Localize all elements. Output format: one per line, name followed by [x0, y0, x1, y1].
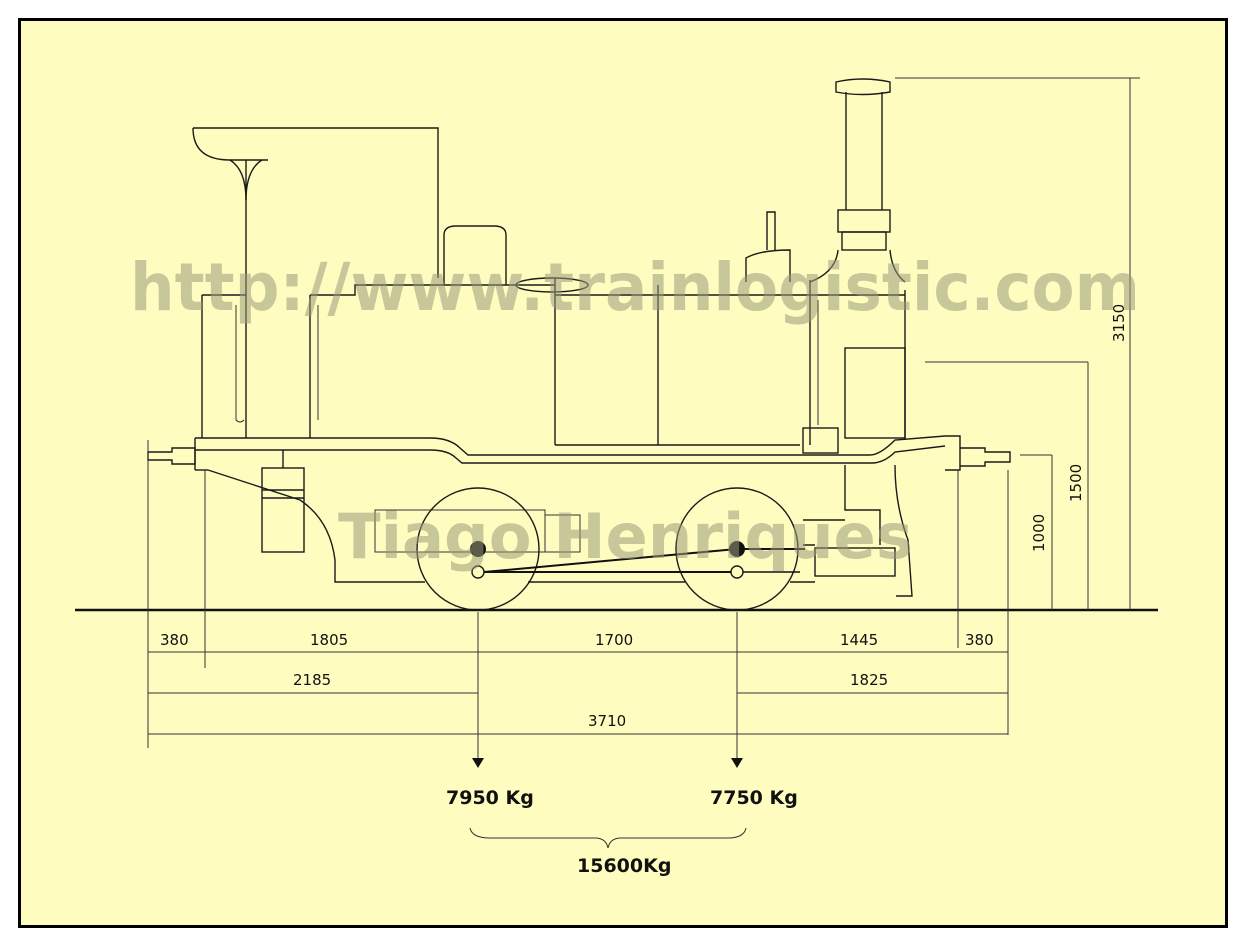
chimney — [809, 78, 906, 283]
boiler-and-tank — [309, 211, 906, 446]
watermark-author: Tiago Henriques — [338, 500, 913, 573]
dim-height-3150: 3150 — [1110, 304, 1128, 342]
dim-1700: 1700 — [595, 631, 633, 649]
dim-1825: 1825 — [850, 671, 888, 689]
rear-axle-load: 7950 Kg — [446, 787, 534, 809]
dim-2185: 2185 — [293, 671, 331, 689]
dim-height-1000: 1000 — [1030, 514, 1048, 552]
axle-loads: 7950 Kg 7750 Kg 15600Kg — [446, 787, 798, 877]
dim-380-front: 380 — [965, 631, 994, 649]
front-axle-load: 7750 Kg — [710, 787, 798, 809]
total-weight: 15600Kg — [577, 855, 671, 877]
dimension-labels: 380 1805 1700 1445 380 2185 1825 3710 10… — [160, 304, 1128, 730]
frame-and-running-board — [147, 427, 1011, 597]
rear-axle-hub — [470, 541, 486, 557]
diagram-frame — [18, 18, 1228, 928]
cab — [192, 127, 439, 438]
dim-1805: 1805 — [310, 631, 348, 649]
dim-1445: 1445 — [840, 631, 878, 649]
rods — [483, 548, 805, 573]
dimension-lines — [147, 77, 1140, 849]
rear-wheel — [416, 487, 540, 611]
dim-height-1500: 1500 — [1067, 464, 1085, 502]
watermark-url: http://www.trainlogistic.com — [130, 249, 1140, 326]
dim-3710: 3710 — [588, 712, 626, 730]
dim-380-rear: 380 — [160, 631, 189, 649]
